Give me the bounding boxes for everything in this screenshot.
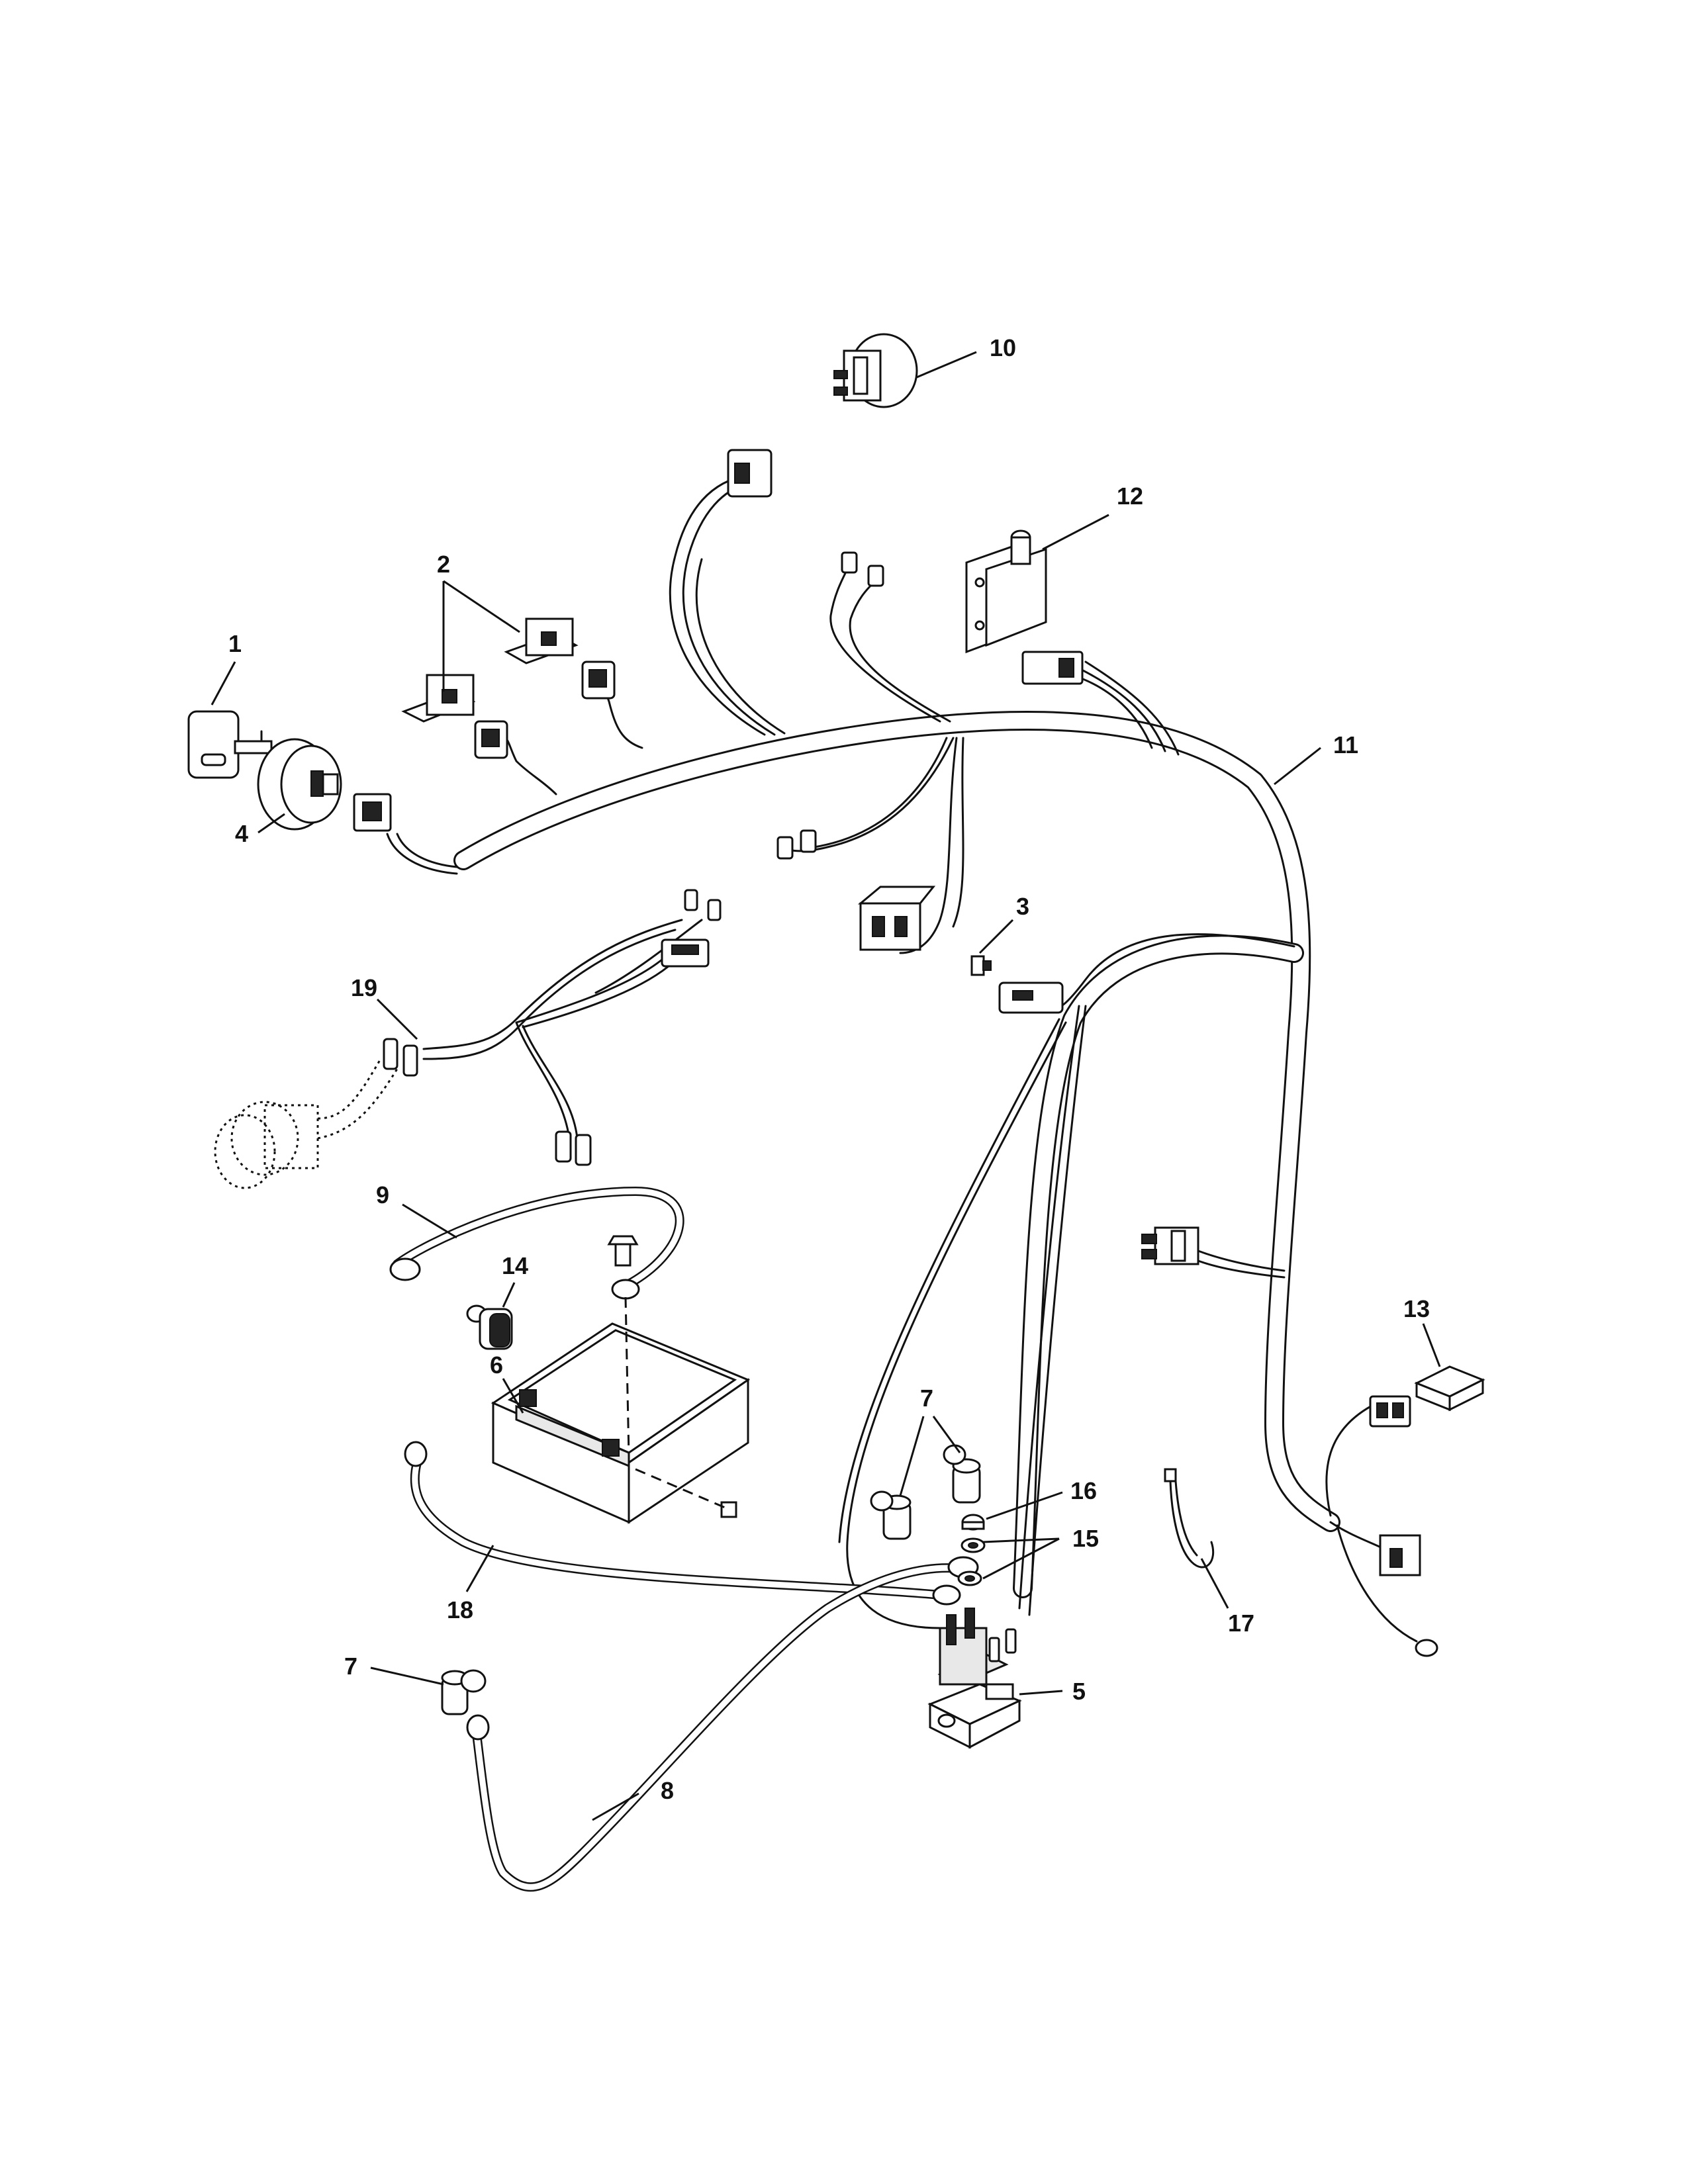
terminal-boot-lower-part-7 [441, 1669, 487, 1715]
callout-12: 12 [1117, 482, 1143, 510]
callout-13: 13 [1403, 1295, 1430, 1322]
battery-cable-part-18 [404, 1441, 961, 1606]
switch-part-10 [833, 333, 918, 408]
terminal-cap-part-14 [466, 1304, 513, 1350]
callout-7-lower: 7 [344, 1653, 357, 1680]
upper-spade-terminals [841, 551, 884, 587]
ignition-switch-part [257, 738, 392, 832]
callout-labels: 1 2 3 4 5 6 7 7 8 9 10 11 12 13 14 15 16… [228, 334, 1430, 1804]
main-wire-harness [453, 710, 1340, 1598]
callout-3: 3 [1016, 893, 1029, 920]
starter-cable-part-8 [466, 1556, 979, 1892]
top-harness-connector [727, 449, 773, 498]
module-part-12 [965, 529, 1084, 685]
callout-4: 4 [235, 820, 248, 847]
callout-19: 19 [351, 974, 377, 1001]
callout-6: 6 [490, 1351, 503, 1379]
fuse-part-3 [970, 955, 1064, 1014]
battery-part-6 [491, 1297, 751, 1524]
ignition-key-part [187, 710, 273, 779]
relay-pair-part [401, 617, 616, 759]
callout-9: 9 [376, 1181, 389, 1208]
callout-16: 16 [1070, 1477, 1097, 1504]
callout-15: 15 [1072, 1525, 1099, 1552]
lower-harness-connector [857, 886, 936, 951]
wire-assembly-part-19 [214, 889, 722, 1189]
callout-5: 5 [1072, 1678, 1086, 1705]
nut-part-16 [961, 1514, 985, 1531]
starter-solenoid-part-5 [927, 1608, 1022, 1749]
callout-14: 14 [502, 1252, 528, 1279]
leader-lines [211, 351, 1441, 1821]
callout-2: 2 [437, 551, 450, 578]
right-harness-connector [1141, 1226, 1199, 1265]
callout-17: 17 [1228, 1610, 1254, 1637]
callout-11: 11 [1333, 731, 1358, 758]
battery-cable-part-9 [389, 1186, 684, 1300]
washers-part-15 [957, 1537, 986, 1586]
callout-18: 18 [447, 1596, 473, 1623]
jumper-wire-part-17 [1164, 1468, 1215, 1569]
connector-part-13 [1369, 1365, 1485, 1657]
callout-10: 10 [990, 334, 1016, 361]
mid-spade-terminals [776, 829, 817, 860]
callout-1: 1 [228, 630, 242, 657]
callout-7-upper: 7 [920, 1385, 933, 1412]
callout-8: 8 [661, 1777, 674, 1804]
